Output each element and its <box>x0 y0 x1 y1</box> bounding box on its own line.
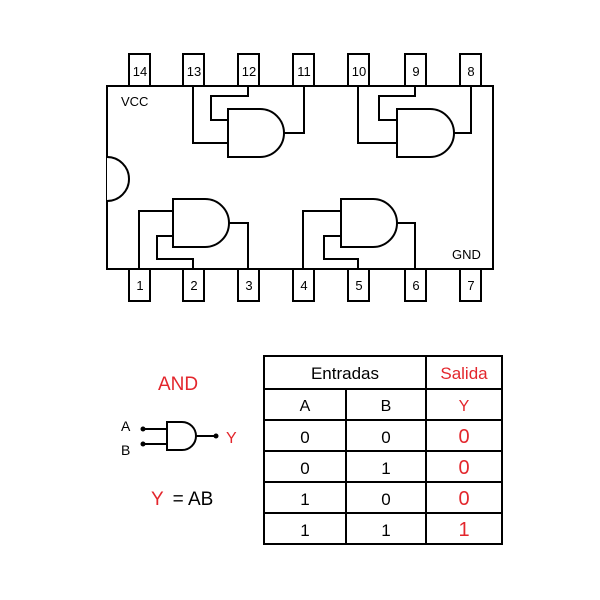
col-header-a: A <box>300 398 311 415</box>
and-gate-top-left <box>192 86 305 158</box>
and-gate-bottom-left <box>138 198 249 269</box>
row3-b: 0 <box>381 490 390 509</box>
gate-symbol <box>227 108 285 158</box>
vcc-label: VCC <box>121 94 148 109</box>
chip-notch <box>106 156 130 202</box>
pin-label-1: 1 <box>136 278 143 293</box>
gate-symbol <box>396 108 455 158</box>
legend-dot-b <box>140 441 146 447</box>
header-output: Salida <box>440 364 488 383</box>
and-gate-top-right <box>357 86 472 158</box>
header-inputs: Entradas <box>311 364 379 383</box>
legend-label-b: B <box>121 442 130 458</box>
pin-label-2: 2 <box>190 278 197 293</box>
gnd-label: GND <box>452 247 481 262</box>
pin-numbers: 14 13 12 11 10 9 8 1 2 3 4 5 6 7 <box>133 64 475 293</box>
wire-pin2 <box>156 235 194 269</box>
legend-dot-y <box>213 433 219 439</box>
row1-y: 0 <box>458 426 469 448</box>
gate-symbol <box>340 198 398 248</box>
legend-dot-a <box>140 426 146 432</box>
pin-label-14: 14 <box>133 64 147 79</box>
row1-b: 0 <box>381 428 390 447</box>
wire-pin9 <box>378 86 416 121</box>
legend-gate-body <box>166 421 197 451</box>
and-gate-bottom-right <box>302 198 416 269</box>
pin-label-3: 3 <box>245 278 252 293</box>
wire-pin11 <box>284 86 305 134</box>
equation-rhs: = AB <box>173 489 214 510</box>
table-text: Entradas Salida A B Y 0 0 0 0 1 0 1 0 0 … <box>300 364 489 541</box>
legend-label-a: A <box>121 418 131 434</box>
pin-label-4: 4 <box>300 278 307 293</box>
row1-a: 0 <box>300 428 309 447</box>
top-pins <box>128 53 482 87</box>
wire-pin8 <box>454 86 472 134</box>
pin-label-13: 13 <box>187 64 201 79</box>
col-header-y: Y <box>459 398 470 415</box>
pin-label-9: 9 <box>412 64 419 79</box>
chip-body <box>106 85 494 270</box>
row4-a: 1 <box>300 521 309 540</box>
row4-b: 1 <box>381 521 390 540</box>
row2-b: 1 <box>381 459 390 478</box>
wire-pin6 <box>397 222 416 269</box>
pin-7 <box>459 268 482 302</box>
boolean-equation: Y = AB <box>151 489 213 510</box>
pin-label-11: 11 <box>297 64 311 79</box>
wire-pin5 <box>323 235 359 269</box>
equation-lhs: Y <box>151 489 164 510</box>
col-header-b: B <box>381 398 392 415</box>
and-gate-symbol <box>143 421 216 451</box>
wire-pin4 <box>302 210 341 269</box>
pin-label-6: 6 <box>412 278 419 293</box>
wire-pin10 <box>357 86 397 144</box>
truth-table <box>263 355 503 545</box>
pin-label-12: 12 <box>242 64 256 79</box>
wire-pin13 <box>192 86 228 144</box>
legend-label-y: Y <box>226 430 237 447</box>
row3-a: 1 <box>300 490 309 509</box>
bottom-pins <box>128 268 482 302</box>
ic-chip <box>106 53 494 302</box>
row3-y: 0 <box>458 488 469 510</box>
row2-a: 0 <box>300 459 309 478</box>
gate-symbol <box>172 198 230 248</box>
wire-pin3 <box>229 222 249 269</box>
pin-label-10: 10 <box>352 64 366 79</box>
pin-label-5: 5 <box>355 278 362 293</box>
pin-14 <box>128 53 151 87</box>
row2-y: 0 <box>458 457 469 479</box>
pin-label-8: 8 <box>467 64 474 79</box>
gate-title: AND <box>158 374 198 395</box>
pin-label-7: 7 <box>467 278 474 293</box>
wire-pin12 <box>210 86 249 121</box>
row4-y: 1 <box>458 519 469 541</box>
wire-pin1 <box>138 210 173 269</box>
